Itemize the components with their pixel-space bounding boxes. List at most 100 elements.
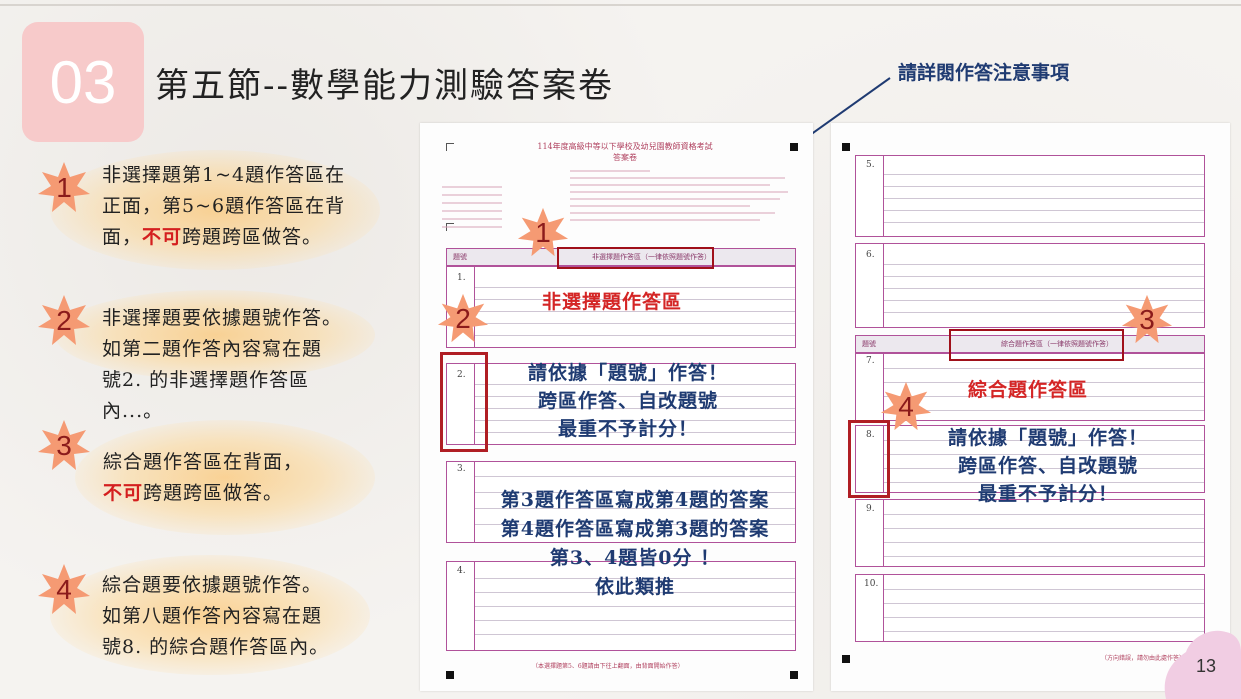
- instruction-2-line-3: 號2. 的非選擇題作答區: [102, 369, 310, 391]
- callout-4-star-icon: 4: [879, 380, 933, 434]
- question-number: 5.: [866, 160, 875, 170]
- instruction-4-line-3: 號8. 的綜合題作答區內。: [102, 636, 330, 658]
- registration-mark: [842, 143, 850, 151]
- section-number: 03: [49, 48, 117, 116]
- answer-box-q9[interactable]: 9.: [855, 499, 1205, 567]
- highlight-blob-4: [50, 555, 370, 675]
- page-title: 第五節--數學能力測驗答案卷: [155, 66, 614, 106]
- highlight-blob-1: [50, 150, 380, 270]
- instruction-2-line-4: 內...。: [102, 400, 164, 422]
- callout-2-star-icon: 2: [436, 292, 490, 346]
- instruction-1-emphasis: 不可: [142, 226, 183, 248]
- instruction-4: 綜合題要依據題號作答。 如第八題作答內容寫在題 號8. 的綜合題作答區內。: [102, 570, 329, 663]
- instruction-2-line-1: 非選擇題要依據題號作答。: [102, 307, 343, 329]
- registration-mark: [790, 671, 798, 679]
- question-number: 3.: [457, 464, 466, 474]
- answer-box-q2[interactable]: 2.: [446, 363, 796, 445]
- instruction-3-suffix: 跨題跨區做答。: [143, 482, 284, 504]
- step-3-number: 3: [56, 430, 72, 461]
- step-4-number: 4: [56, 574, 72, 605]
- example-line-2: 第4題作答區寫成第3題的答案: [500, 518, 770, 540]
- instruction-1-line-2: 正面，第5~6題作答區在背: [102, 195, 346, 217]
- question-number: 2.: [457, 370, 466, 380]
- callout-3-number: 3: [1139, 304, 1155, 335]
- header-section-label: 非選擇題作答區（一律依照題號作答）: [592, 253, 711, 261]
- registration-mark: [842, 655, 850, 663]
- left-warning-line-1: 請依據「題號」作答！: [527, 362, 728, 384]
- exam-header: 114年度高級中等以下學校及幼兒園教師資格考試 答案卷: [530, 141, 720, 163]
- question-number: 1.: [457, 273, 466, 283]
- step-2-number: 2: [56, 305, 72, 336]
- highlight-blob-2: [55, 290, 375, 380]
- left-warning-line-3: 最重不予計分！: [557, 418, 698, 440]
- non-choice-header-highlight: [557, 247, 714, 269]
- question-number: 4.: [457, 566, 466, 576]
- callout-1-star-icon: 1: [516, 206, 570, 260]
- step-1-star-icon: 1: [36, 160, 92, 216]
- cross-answer-example: 第3題作答區寫成第4題的答案 第4題作答區寫成第3題的答案 第3、4題皆0分 ！…: [470, 486, 800, 602]
- crop-mark: [446, 143, 454, 151]
- page-number: 13: [1196, 656, 1217, 676]
- callout-4-number: 4: [898, 391, 914, 422]
- candidate-fields: [442, 186, 502, 228]
- answer-box-q3[interactable]: 3.: [446, 461, 796, 543]
- registration-mark: [790, 143, 798, 151]
- left-warning-line-2: 跨區作答、自改題號: [537, 390, 718, 412]
- instruction-3-line-2: 不可跨題跨區做答。: [103, 478, 303, 509]
- callout-2-number: 2: [455, 303, 471, 334]
- right-warning-line-2: 跨區作答、自改題號: [957, 455, 1138, 477]
- instruction-1: 非選擇題第1~4題作答區在 正面，第5~6題作答區在背 面，不可跨題跨區做答。: [102, 160, 345, 253]
- instruction-4-line-2: 如第八題作答內容寫在題: [102, 605, 323, 627]
- step-4-star-icon: 4: [36, 562, 92, 618]
- question-number: 8.: [866, 430, 875, 440]
- question-number: 9.: [866, 504, 875, 514]
- step-2-star-icon: 2: [36, 293, 92, 349]
- integrated-header-highlight: [949, 329, 1124, 361]
- answer-box-q4[interactable]: 4.: [446, 561, 796, 651]
- exam-subtitle: 答案卷: [613, 153, 637, 162]
- instruction-1-line-1: 非選擇題第1~4題作答區在: [102, 164, 346, 186]
- step-1-number: 1: [56, 172, 72, 203]
- question-2-number-highlight: [440, 352, 488, 452]
- header-question-label: 題號: [453, 253, 467, 261]
- callout-1-number: 1: [535, 217, 551, 248]
- callout-3-star-icon: 3: [1120, 293, 1174, 347]
- instruction-2: 非選擇題要依據題號作答。 如第二題作答內容寫在題 號2. 的非選擇題作答區 內.…: [102, 303, 342, 427]
- example-line-4: 依此類推: [594, 576, 675, 598]
- answer-box-q10[interactable]: 10.: [855, 574, 1205, 642]
- right-warning: 請依據「題號」作答！ 跨區作答、自改題號 最重不予計分！: [918, 424, 1178, 508]
- question-number: 6.: [866, 250, 875, 260]
- integrated-zone-label: 綜合題作答區: [968, 379, 1089, 401]
- example-line-3: 第3、4題皆0分 ！: [549, 547, 721, 569]
- left-warning: 請依據「題號」作答！ 跨區作答、自改題號 最重不予計分！: [498, 359, 758, 443]
- registration-mark: [446, 671, 454, 679]
- question-number: 10.: [864, 579, 879, 589]
- header-question-label: 題號: [862, 340, 876, 348]
- exam-title: 114年度高級中等以下學校及幼兒園教師資格考試: [537, 142, 713, 151]
- right-warning-line-3: 最重不予計分！: [977, 483, 1118, 505]
- question-8-number-highlight: [848, 420, 890, 498]
- example-line-1: 第3題作答區寫成第4題的答案: [500, 489, 770, 511]
- instruction-2-line-2: 如第二題作答內容寫在題: [102, 338, 323, 360]
- note-label: 請詳閱作答注意事項: [898, 62, 1070, 84]
- corner-flower-decoration: [1164, 630, 1241, 699]
- front-footer-note: （本選擇題第5、6題請由下往上翻面，由背面開始作答）: [532, 663, 684, 670]
- highlight-blob-3: [75, 420, 375, 535]
- instruction-1-suffix: 跨題跨區做答。: [182, 226, 323, 248]
- non-choice-zone-label: 非選擇題作答區: [542, 291, 683, 313]
- question-number: 7.: [866, 356, 875, 366]
- instruction-3-line-1: 綜合題作答區在背面，: [103, 451, 304, 473]
- section-number-badge: 03: [22, 22, 144, 142]
- notice-text-block: [570, 170, 788, 221]
- header-section-label: 綜合題作答區（一律依照題號作答）: [1001, 340, 1113, 348]
- top-divider: [0, 4, 1241, 6]
- step-3-star-icon: 3: [36, 418, 92, 474]
- answer-sheet-front: 114年度高級中等以下學校及幼兒園教師資格考試 答案卷 題號 非選擇題作答區（一…: [420, 123, 813, 691]
- answer-box-q8[interactable]: 8.: [855, 425, 1205, 493]
- instruction-1-line-3: 面，不可跨題跨區做答。: [102, 222, 345, 253]
- answer-box-q5[interactable]: 5.: [855, 155, 1205, 237]
- integrated-header-row: 題號 綜合題作答區（一律依照題號作答）: [855, 335, 1205, 353]
- instruction-3: 綜合題作答區在背面， 不可跨題跨區做答。: [103, 447, 303, 509]
- right-warning-line-1: 請依據「題號」作答！: [947, 427, 1148, 449]
- back-footer-note: （方向錯誤，請勿由此處作答）: [1101, 655, 1186, 662]
